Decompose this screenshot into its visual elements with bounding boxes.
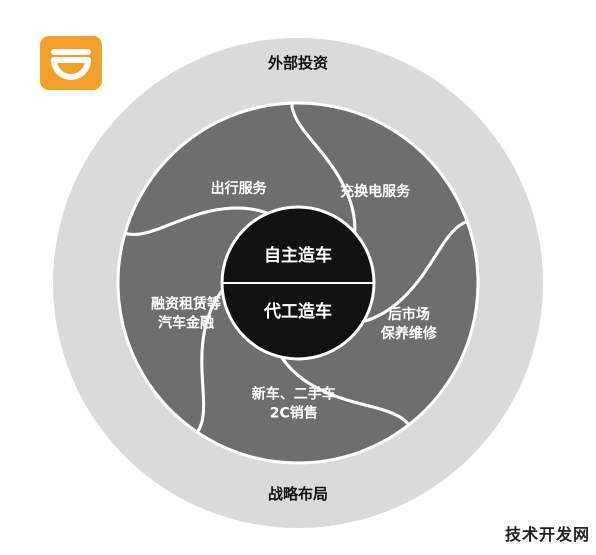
segment-label: 新车、二手车 — [252, 385, 336, 402]
outer-ring-top-label: 外部投资 — [267, 54, 328, 72]
segment-label: 充换电服务 — [340, 183, 411, 200]
center-top-label: 自主造车 — [264, 245, 332, 266]
segment-label: 出行服务 — [211, 180, 268, 197]
segment-label: 2C销售 — [270, 404, 318, 421]
segment-label: 融资租赁等 — [151, 296, 221, 313]
segment-label: 后市场 — [388, 306, 430, 323]
center-bottom-label: 代工造车 — [263, 301, 332, 322]
outer-ring-bottom-label: 战略布局 — [268, 485, 328, 503]
watermark: 技术开发网 — [504, 525, 590, 544]
didi-logo-icon — [40, 36, 102, 90]
segment-label: 保养维修 — [380, 325, 438, 342]
segment-label: 汽车金融 — [158, 315, 214, 332]
